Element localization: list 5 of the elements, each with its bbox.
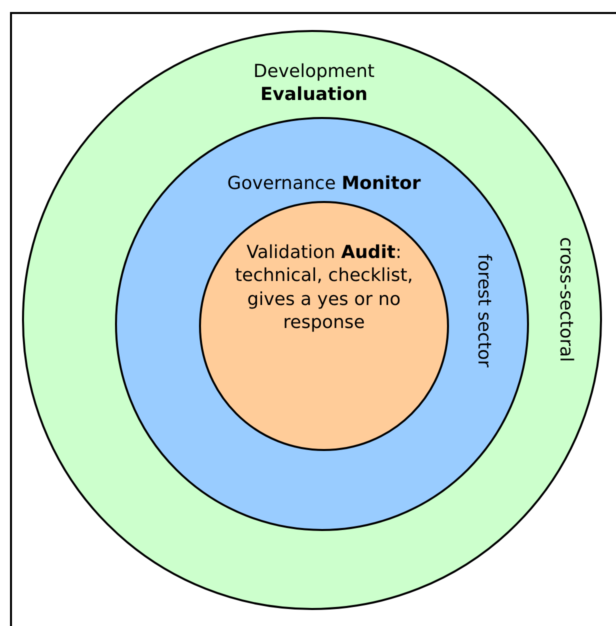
circle-label: Validation Audit: technical, checklist, gives a yes or no response [234,241,414,335]
circle-label: Development Evaluation [252,60,376,107]
vertical-label: forest sector [472,254,496,368]
vertical-label: cross-sectoral [554,237,578,362]
circle-label: Governance Monitor [226,172,422,196]
